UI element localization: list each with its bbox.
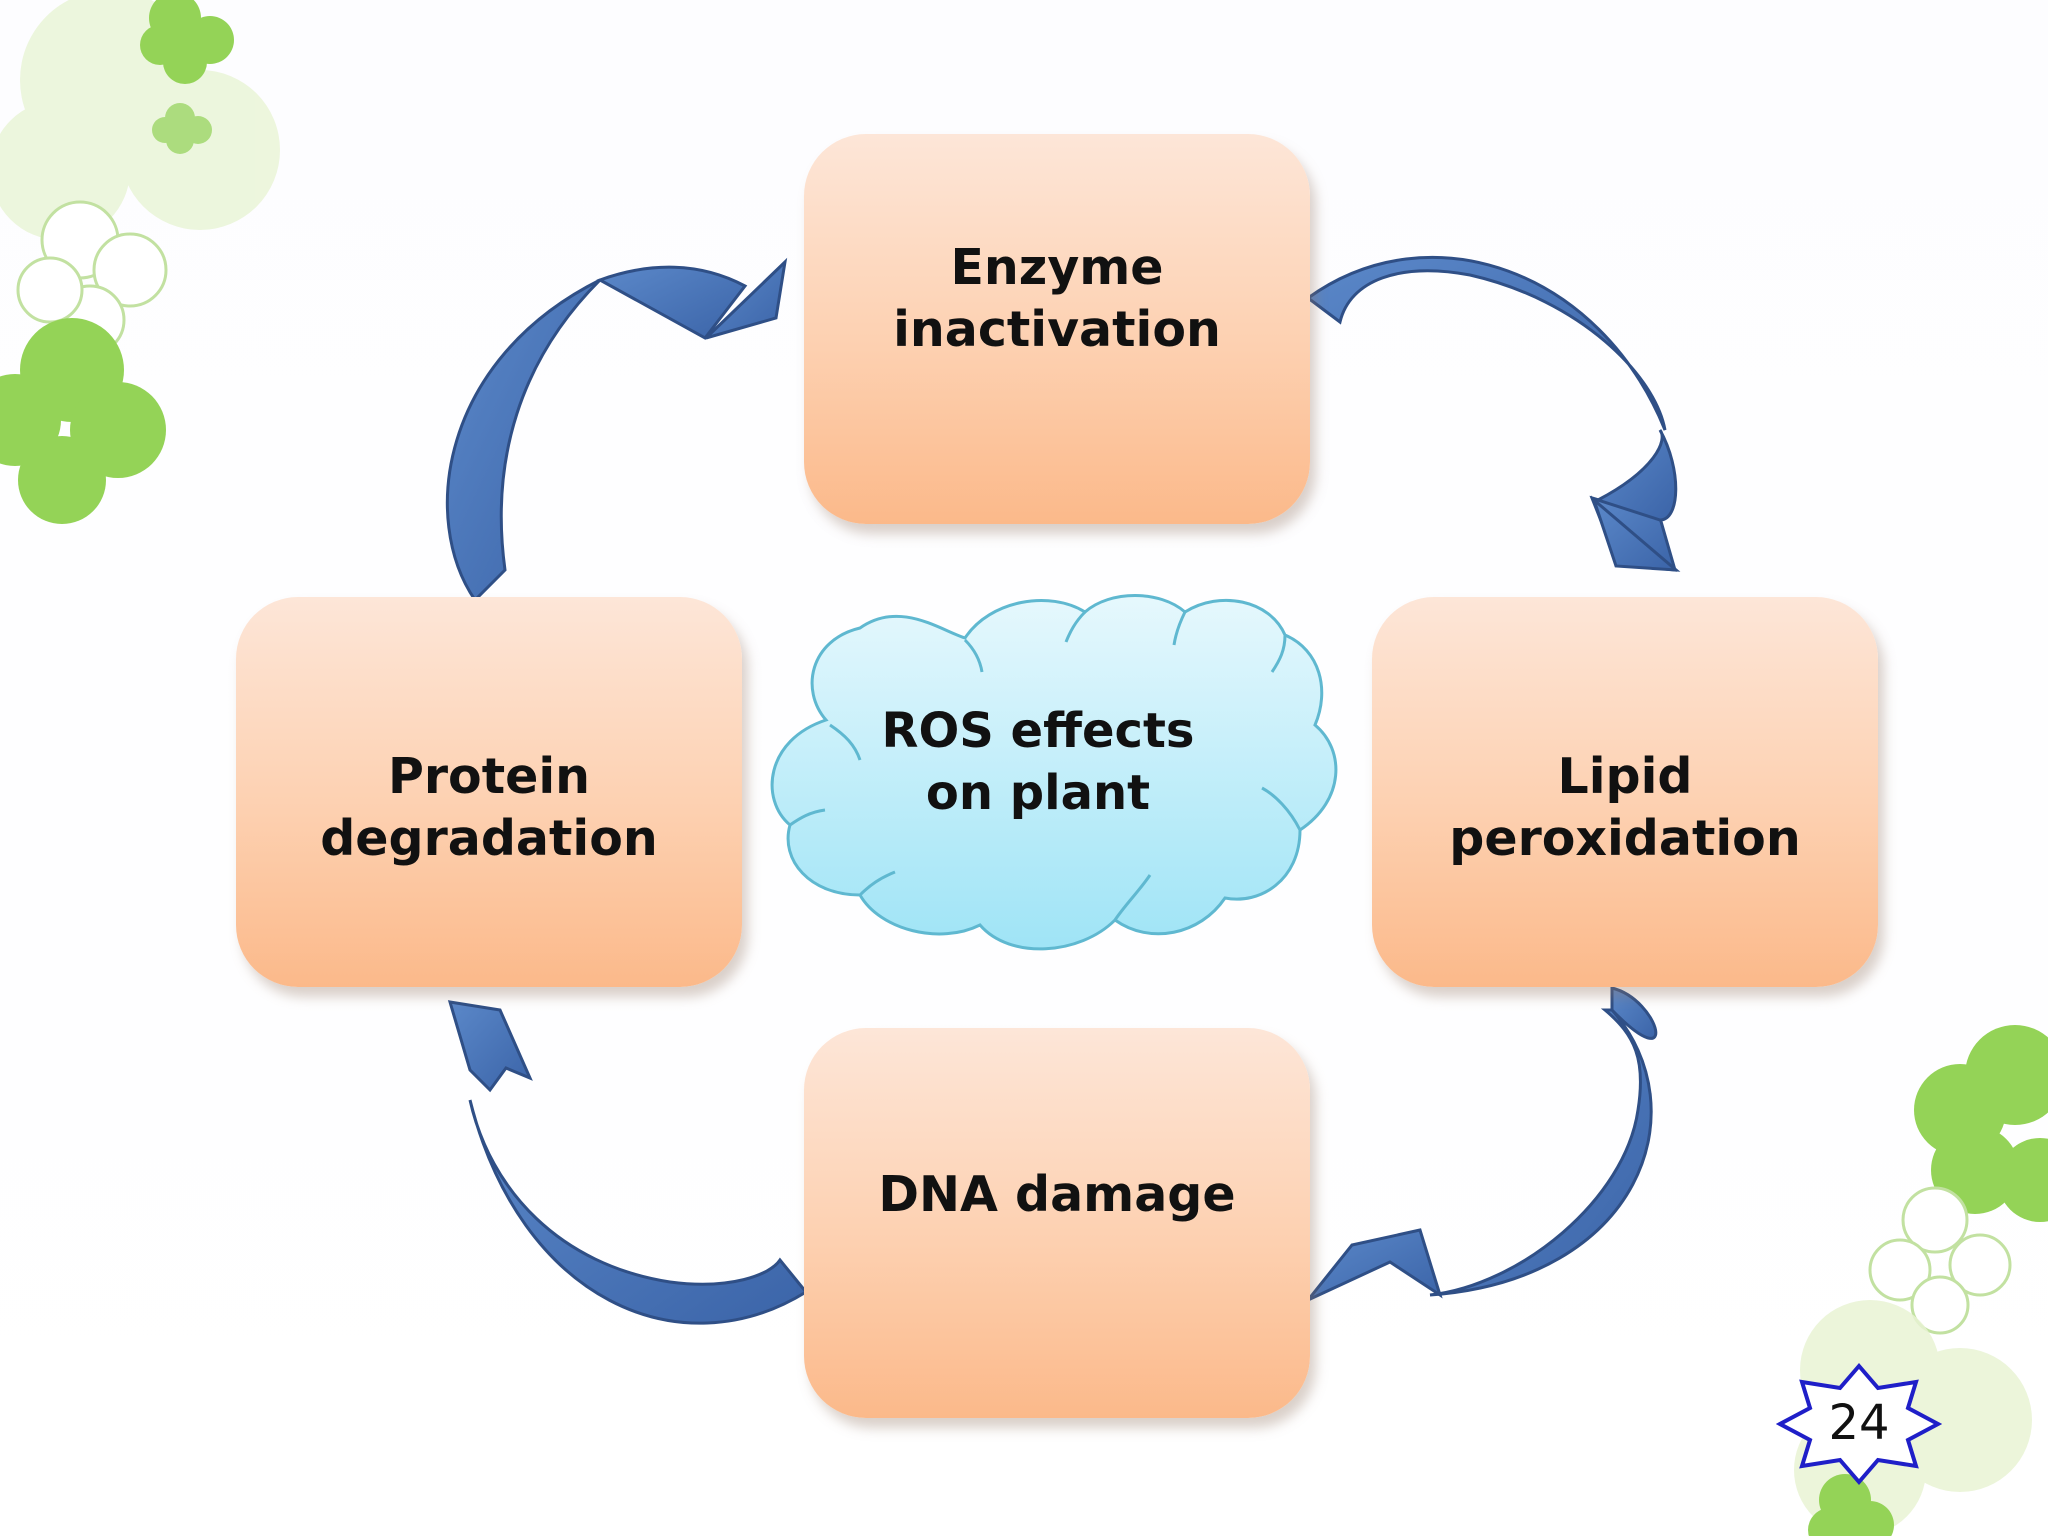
center-label: ROS effects on plant [881, 703, 1195, 821]
arrow-right-to-bottom [1306, 986, 1658, 1302]
arrow-bottom-to-left [447, 1000, 809, 1325]
node-dna-damage: DNA damage [804, 1028, 1310, 1418]
arrow-top-to-right [1305, 255, 1681, 572]
node-enzyme-inactivation: Enzyme inactivation [804, 134, 1310, 524]
page-number-badge [1776, 1362, 1942, 1486]
node-label: Lipid peroxidation [1449, 748, 1801, 867]
node-protein-degradation: Protein degradation [236, 597, 742, 987]
arrow-left-to-top [445, 257, 788, 603]
page-number: 24 [1828, 1395, 1890, 1451]
node-label: DNA damage [878, 1166, 1236, 1223]
center-cloud [770, 594, 1338, 951]
node-label: Protein degradation [320, 748, 658, 867]
node-label: Enzyme inactivation [893, 239, 1221, 358]
node-lipid-peroxidation: Lipid peroxidation [1372, 597, 1878, 987]
